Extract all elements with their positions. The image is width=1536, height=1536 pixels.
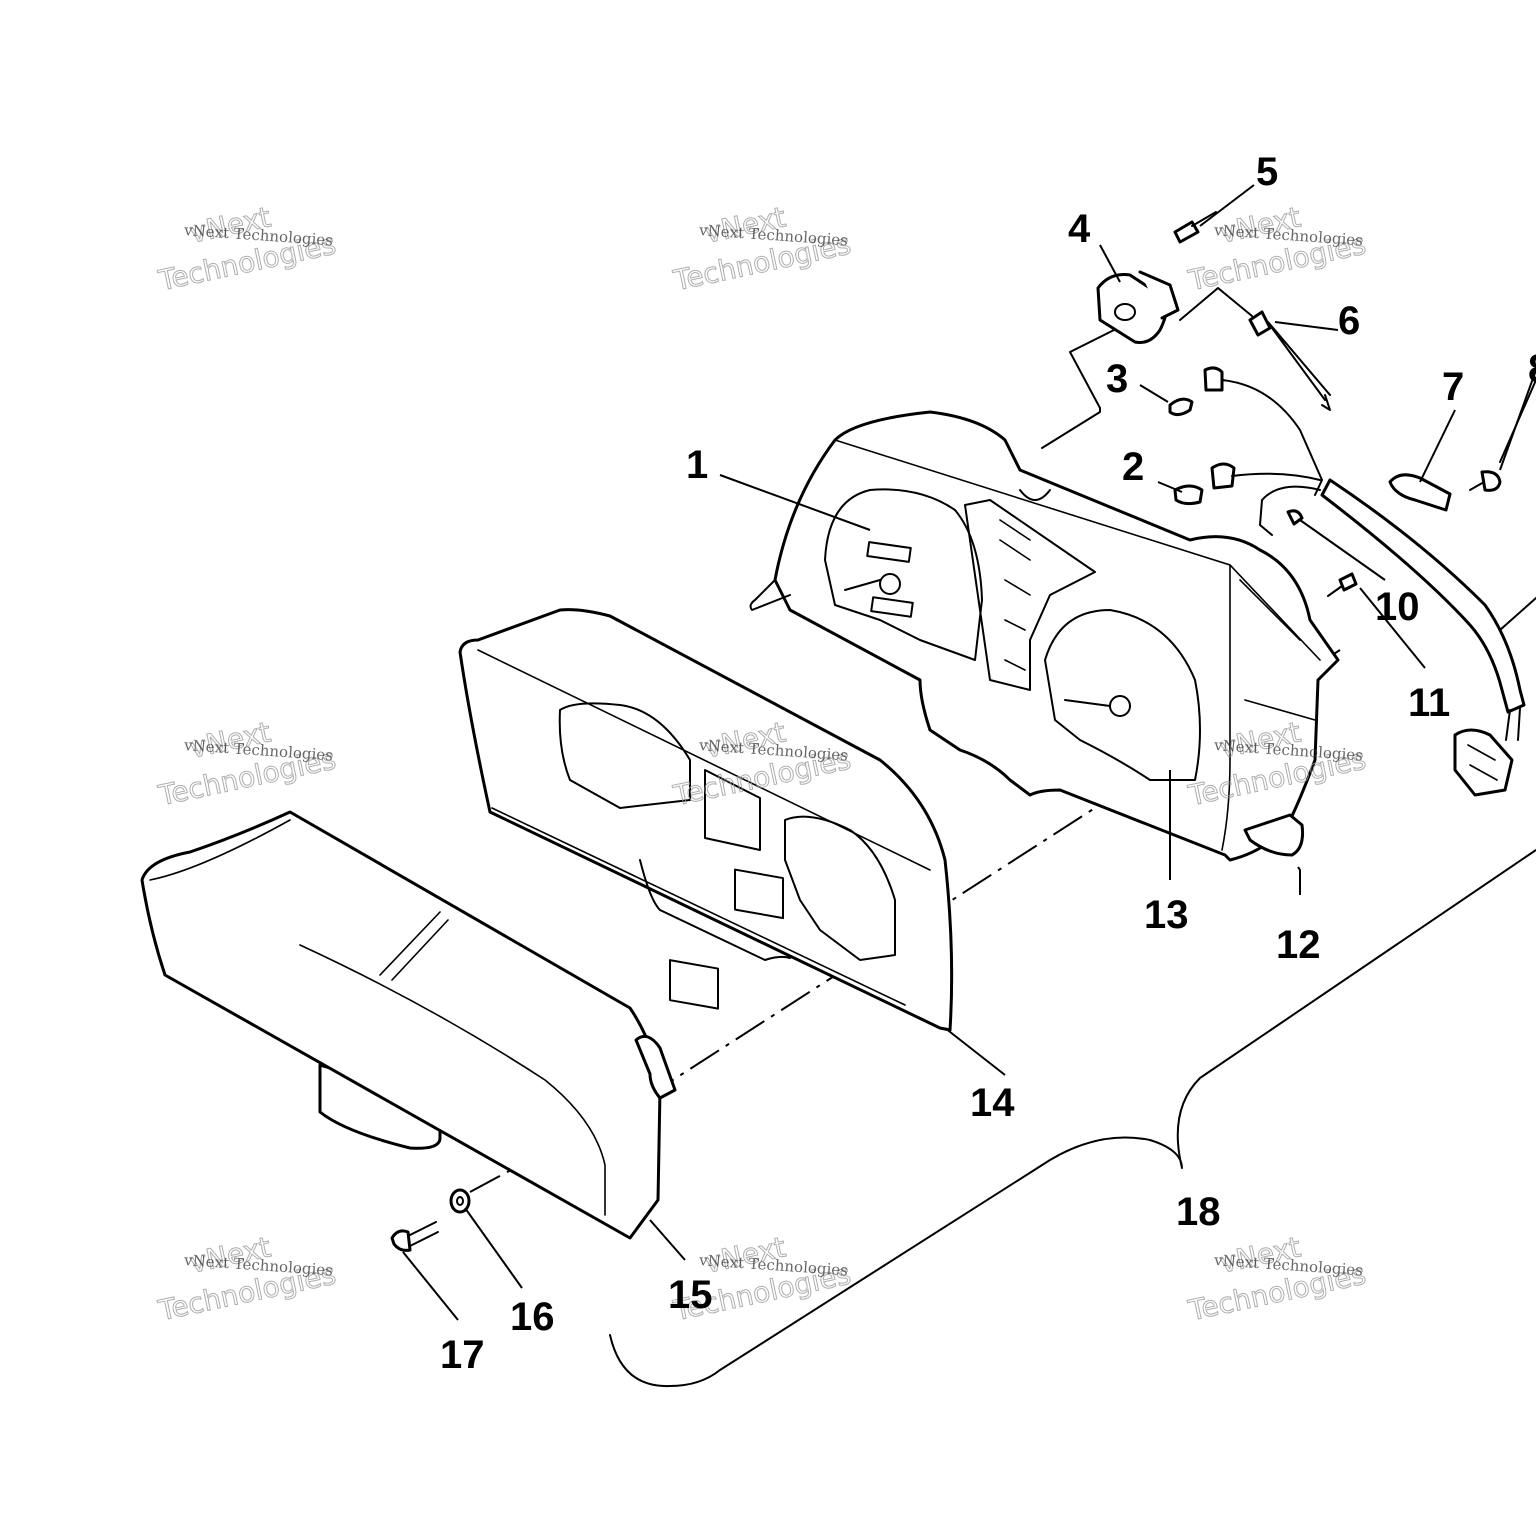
screw-10 xyxy=(1286,509,1304,526)
bezel-14 xyxy=(458,608,954,1032)
callout-15: 15 xyxy=(668,1273,713,1317)
assembly-bracket-18 xyxy=(609,849,1536,1388)
outer-cover-15 xyxy=(140,810,677,1240)
callout-6: 6 xyxy=(1338,299,1360,343)
callout-12: 12 xyxy=(1276,923,1321,967)
watermark: vNext Technologies vNext Technologies xyxy=(1184,1230,1369,1328)
watermark: vNext Technologies vNext Technologies xyxy=(154,200,339,298)
callout-11: 11 xyxy=(1408,681,1450,725)
callout-5: 5 xyxy=(1256,150,1278,194)
callout-4: 4 xyxy=(1068,207,1091,251)
bulb-3 xyxy=(1168,366,1224,417)
screw-11 xyxy=(1327,572,1358,597)
callout-14: 14 xyxy=(970,1081,1015,1125)
screw-17 xyxy=(390,1221,439,1252)
callout-10: 10 xyxy=(1375,585,1420,629)
mounting-stud-12 xyxy=(1243,813,1304,857)
cable-6 xyxy=(1248,310,1331,411)
callout-3: 3 xyxy=(1106,357,1128,401)
screw-8 xyxy=(1469,470,1502,492)
bulb-2 xyxy=(1173,462,1236,506)
leader-lines xyxy=(402,184,1536,1321)
washer-16 xyxy=(449,1188,471,1214)
wiring-harness xyxy=(1221,379,1526,797)
watermark: vNext Technologies vNext Technologies xyxy=(669,200,854,298)
callout-8: 8 xyxy=(1528,347,1536,391)
callout-16: 16 xyxy=(510,1295,555,1339)
callout-7: 7 xyxy=(1442,365,1464,409)
watermark: vNext Technologies vNext Technologies xyxy=(154,715,339,813)
watermark: vNext Technologies vNext Technologies xyxy=(154,1230,339,1328)
callout-17: 17 xyxy=(440,1333,485,1377)
callout-1: 1 xyxy=(686,443,708,487)
watermark: vNext Technologies vNext Technologies xyxy=(669,715,854,813)
callout-2: 2 xyxy=(1122,445,1144,489)
gauge-housing-13 xyxy=(749,410,1340,862)
callout-18: 18 xyxy=(1176,1190,1221,1234)
callout-labels: 1 2 3 4 5 6 7 8 10 11 12 13 14 15 16 17 … xyxy=(440,150,1536,1377)
screw-5 xyxy=(1173,211,1217,244)
sender-unit-4 xyxy=(1096,270,1180,344)
clamp-7 xyxy=(1388,473,1452,512)
callout-13: 13 xyxy=(1144,893,1189,937)
